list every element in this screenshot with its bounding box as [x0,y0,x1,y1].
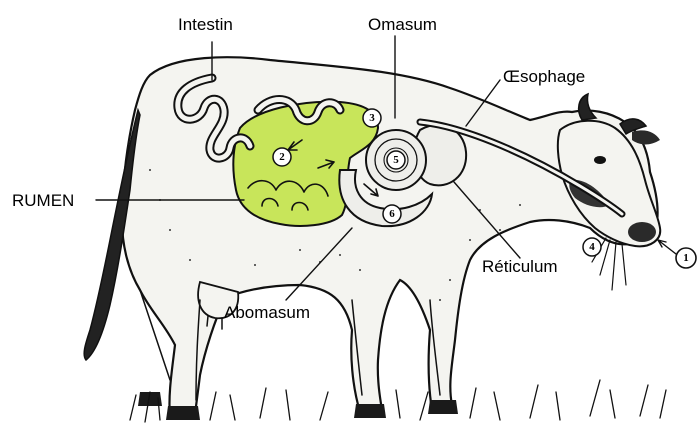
hoof [354,404,386,418]
marker-2: 2 [273,148,291,166]
svg-text:6: 6 [389,208,395,220]
svg-text:2: 2 [279,151,285,163]
eye [594,156,606,164]
marker-6: 6 [383,205,401,223]
svg-text:5: 5 [393,154,399,166]
svg-text:3: 3 [369,112,375,124]
label-omasum: Omasum [368,15,437,34]
svg-text:1: 1 [683,252,689,264]
marker-5: 5 [387,151,405,169]
grass [130,380,666,422]
label-oesophage: Œsophage [503,67,585,86]
label-rumen: RUMEN [12,191,74,210]
hoof [428,400,458,414]
marker-1: 1 [658,240,696,268]
marker-3: 3 [363,109,381,127]
muzzle [628,222,656,242]
horn [579,94,596,120]
hoof [166,406,200,420]
marker-4: 4 [583,238,601,256]
label-reticulum: Réticulum [482,257,558,276]
svg-text:4: 4 [589,241,595,253]
ear [632,130,660,144]
label-intestin: Intestin [178,15,233,34]
label-abomasum: Abomasum [224,303,310,322]
